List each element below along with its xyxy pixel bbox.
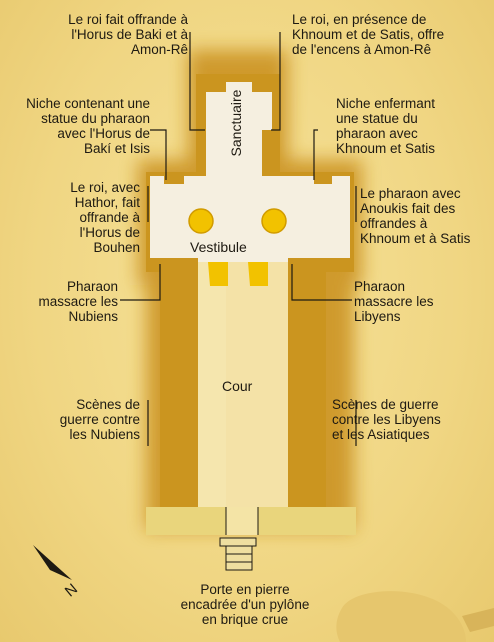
room-vestibule: Vestibule — [190, 239, 247, 255]
sanctuary-floor — [206, 82, 272, 176]
label-top-right: Le roi, en présence de Khnoum et de Sati… — [292, 12, 445, 57]
room-sanctuary: Sanctuaire — [228, 89, 244, 157]
gate-steps — [219, 537, 257, 571]
corner-vessel — [336, 591, 466, 642]
label-war-right: Scènes de guerre contre les Libyens et l… — [332, 397, 441, 442]
pillar-right — [261, 208, 287, 234]
statue-block-right — [248, 262, 268, 286]
label-gate: Porte en pierre encadrée d'un pylône en … — [180, 582, 310, 627]
compass-arrow — [33, 545, 72, 580]
callouts — [120, 32, 357, 446]
label-hathor: Le roi, avec Hathor, fait offrande à l'H… — [70, 180, 140, 255]
label-niche-right: Niche enfermant une statue du pharaon av… — [336, 96, 436, 156]
room-court: Cour — [222, 378, 253, 394]
label-top-left: Le roi fait offrande à l'Horus de Baki e… — [68, 12, 188, 57]
court-floor-edge — [226, 262, 288, 512]
label-niche-left: Niche contenant une statue du pharaon av… — [26, 96, 150, 156]
pylon-gap — [226, 507, 258, 535]
pillar-left — [188, 208, 214, 234]
label-massacre-left: Pharaon massacre les Nubiens — [38, 279, 118, 324]
label-massacre-right: Pharaon massacre les Libyens — [354, 279, 434, 324]
label-anoukis: Le pharaon avec Anoukis fait des offrand… — [360, 186, 471, 246]
pylon-outline — [225, 507, 259, 535]
corner-vessel-rim — [462, 608, 494, 632]
label-war-left: Scènes de guerre contre les Nubiens — [59, 397, 140, 442]
statue-block-left — [208, 262, 228, 286]
vestibule-floor — [150, 176, 350, 262]
